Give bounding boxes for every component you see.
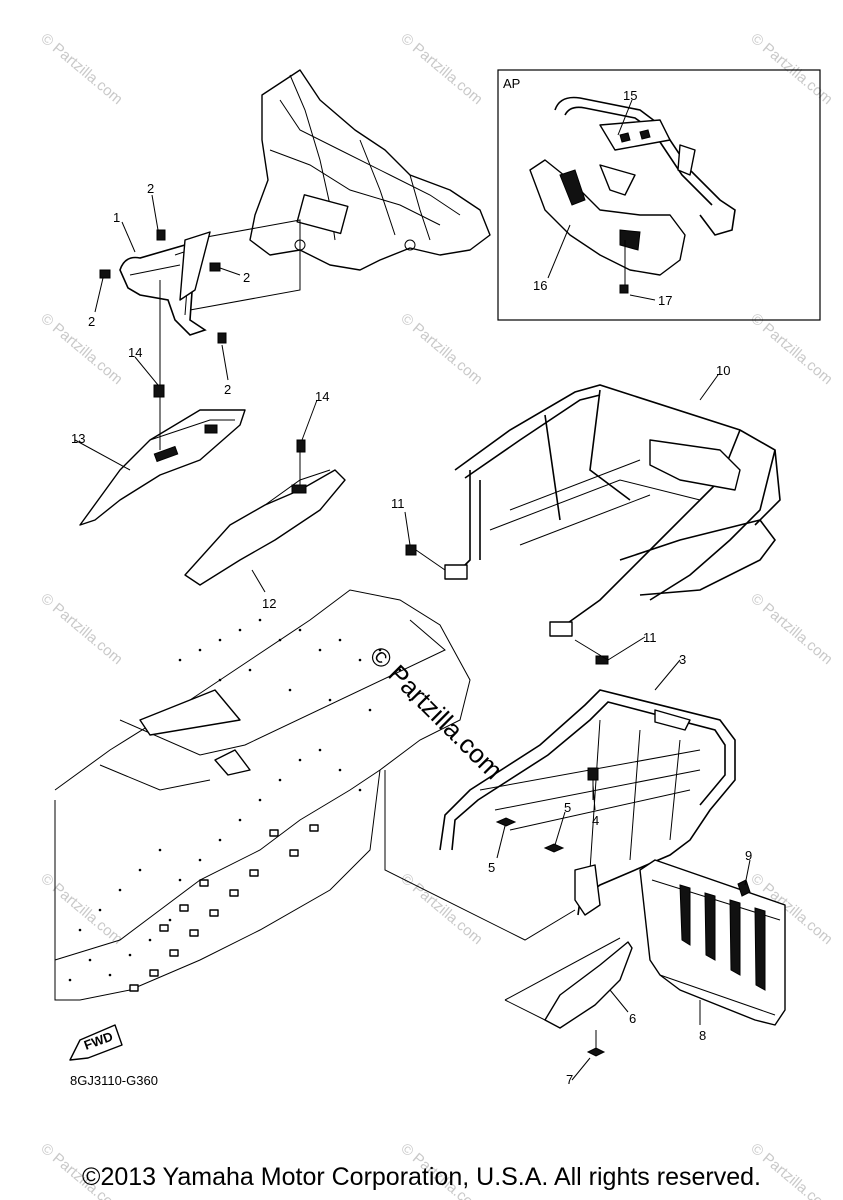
leader-lines [74,99,751,1081]
watermark-text: © Partzilla.com [397,310,485,388]
watermark-text: © Partzilla.com [747,310,835,388]
fwd-arrow-icon: FWD [69,1024,123,1061]
diagram-code: 8GJ3110-G360 [70,1073,158,1088]
callout-8: 8 [699,1028,706,1043]
callout-7: 7 [566,1072,573,1087]
callout-15: 15 [623,88,637,103]
callout-2: 2 [147,181,154,196]
callout-11: 11 [643,630,657,645]
callout-2: 2 [88,314,95,329]
callout-13: 13 [71,431,85,446]
part-15-inset-bumper [554,96,736,236]
copyright-notice: ©2013 Yamaha Motor Corporation, U.S.A. A… [82,1163,761,1191]
bolt-set-2 [99,229,227,344]
snowmobile-body [54,589,471,1001]
watermark-text: © Partzilla.com [37,30,125,108]
callout-5: 5 [564,800,571,815]
part-10-rear-rack [444,384,781,637]
watermark-text: © Partzilla.com [397,30,485,108]
callout-5: 5 [488,860,495,875]
watermark-text: © Partzilla.com [747,30,835,108]
callout-4: 4 [592,813,599,828]
callout-3: 3 [679,652,686,667]
callout-6: 6 [629,1011,636,1026]
part-16-inset-guard [529,159,686,294]
callout-2: 2 [224,382,231,397]
callout-14: 14 [128,345,142,360]
callout-11: 11 [391,496,405,511]
watermark-text: © Partzilla.com [37,310,125,388]
front-frame-assembly [189,69,491,311]
callout-2: 2 [243,270,250,285]
watermark-text: © Partzilla.com [37,590,125,668]
ap-inset [497,69,821,321]
callout-14: 14 [315,389,329,404]
part-12-side-cover-right [184,439,346,586]
callout-labels: 1 2 2 2 2 3 4 5 5 6 7 8 9 10 11 11 12 13… [71,88,752,1087]
part-1-front-bumper [119,231,211,336]
callout-12: 12 [262,596,276,611]
callout-17: 17 [658,293,672,308]
callout-10: 10 [716,363,730,378]
callout-16: 16 [533,278,547,293]
fasteners-4-5 [495,767,599,853]
watermark-text: © Partzilla.com [747,590,835,668]
part-8-snow-flap [639,859,786,1026]
bolt-set-11 [405,544,609,665]
part-13-side-cover-left [79,280,246,526]
part-6-side-panel [504,937,633,1057]
callout-9: 9 [745,848,752,863]
callout-1: 1 [113,210,120,225]
watermark-text: © Partzilla.com [397,870,485,948]
watermark-text: © Partzilla.com [37,870,125,948]
inset-label: AP [503,76,521,91]
